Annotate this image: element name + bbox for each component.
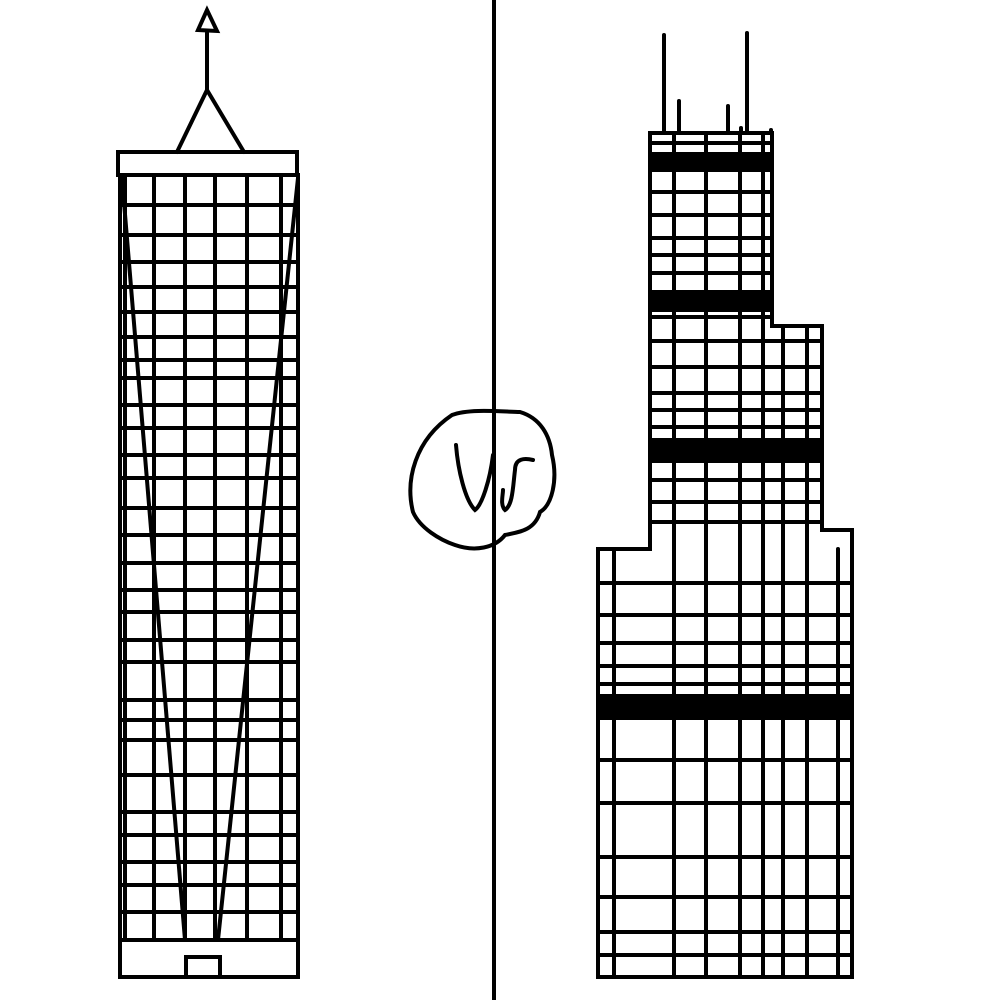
entrance-door — [184, 955, 222, 979]
vs-letter-s — [500, 457, 535, 513]
vs-letter-v — [454, 443, 495, 513]
diagonal-edge — [216, 176, 300, 942]
mechanical-band — [598, 694, 852, 720]
diagonal-edge — [120, 176, 187, 942]
left-tower-one-wtc — [116, 5, 300, 979]
spire-tip — [194, 5, 221, 34]
tower-outline — [118, 173, 300, 979]
tower-outline — [596, 131, 854, 979]
mechanical-band — [650, 290, 772, 312]
mechanical-band — [650, 438, 822, 463]
right-tower-willis — [596, 31, 854, 979]
vs-bubble — [408, 408, 557, 551]
spire-tripod — [175, 85, 246, 154]
roof-cap — [116, 150, 299, 177]
vs-bubble-outline — [408, 408, 557, 551]
mechanical-band — [650, 152, 772, 172]
